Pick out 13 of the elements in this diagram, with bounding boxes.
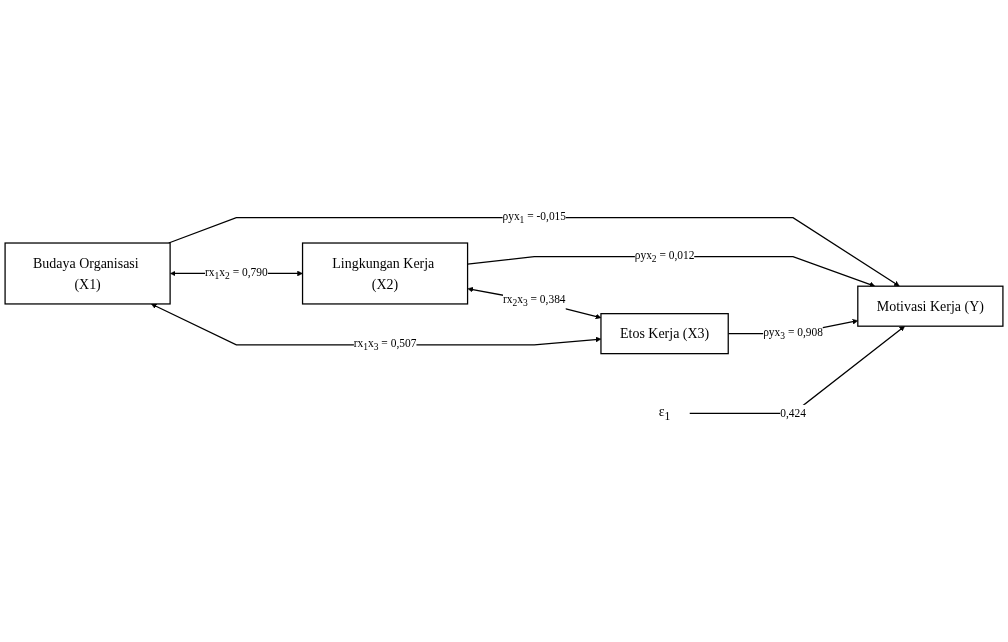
node-box: Motivasi Kerja (Y)	[857, 285, 1004, 327]
edge-label: ρyx$_{3}$ = 0,908	[763, 325, 823, 341]
edge-label: rx$_{1}$x$_{3}$ = 0,507	[353, 336, 417, 352]
edge-label: rx$_{1}$x$_{2}$ = 0,790	[205, 265, 268, 281]
edge-label: 0,424	[780, 406, 806, 419]
node-box: Budaya Organisasi (X1)	[4, 241, 171, 305]
node-box: Lingkungan Kerja (X2)	[301, 241, 469, 305]
edge-label: ρyx$_{2}$ = 0,012	[634, 248, 695, 264]
edge-label: rx$_{2}$x$_{3}$ = 0,384	[502, 292, 566, 308]
arrow	[688, 325, 905, 414]
node-box: Etos Kerja (X3)	[600, 312, 729, 354]
node-text: ε$_{1}$	[658, 403, 671, 422]
edge-label: ρyx$_{1}$ = -0,015	[502, 209, 567, 225]
